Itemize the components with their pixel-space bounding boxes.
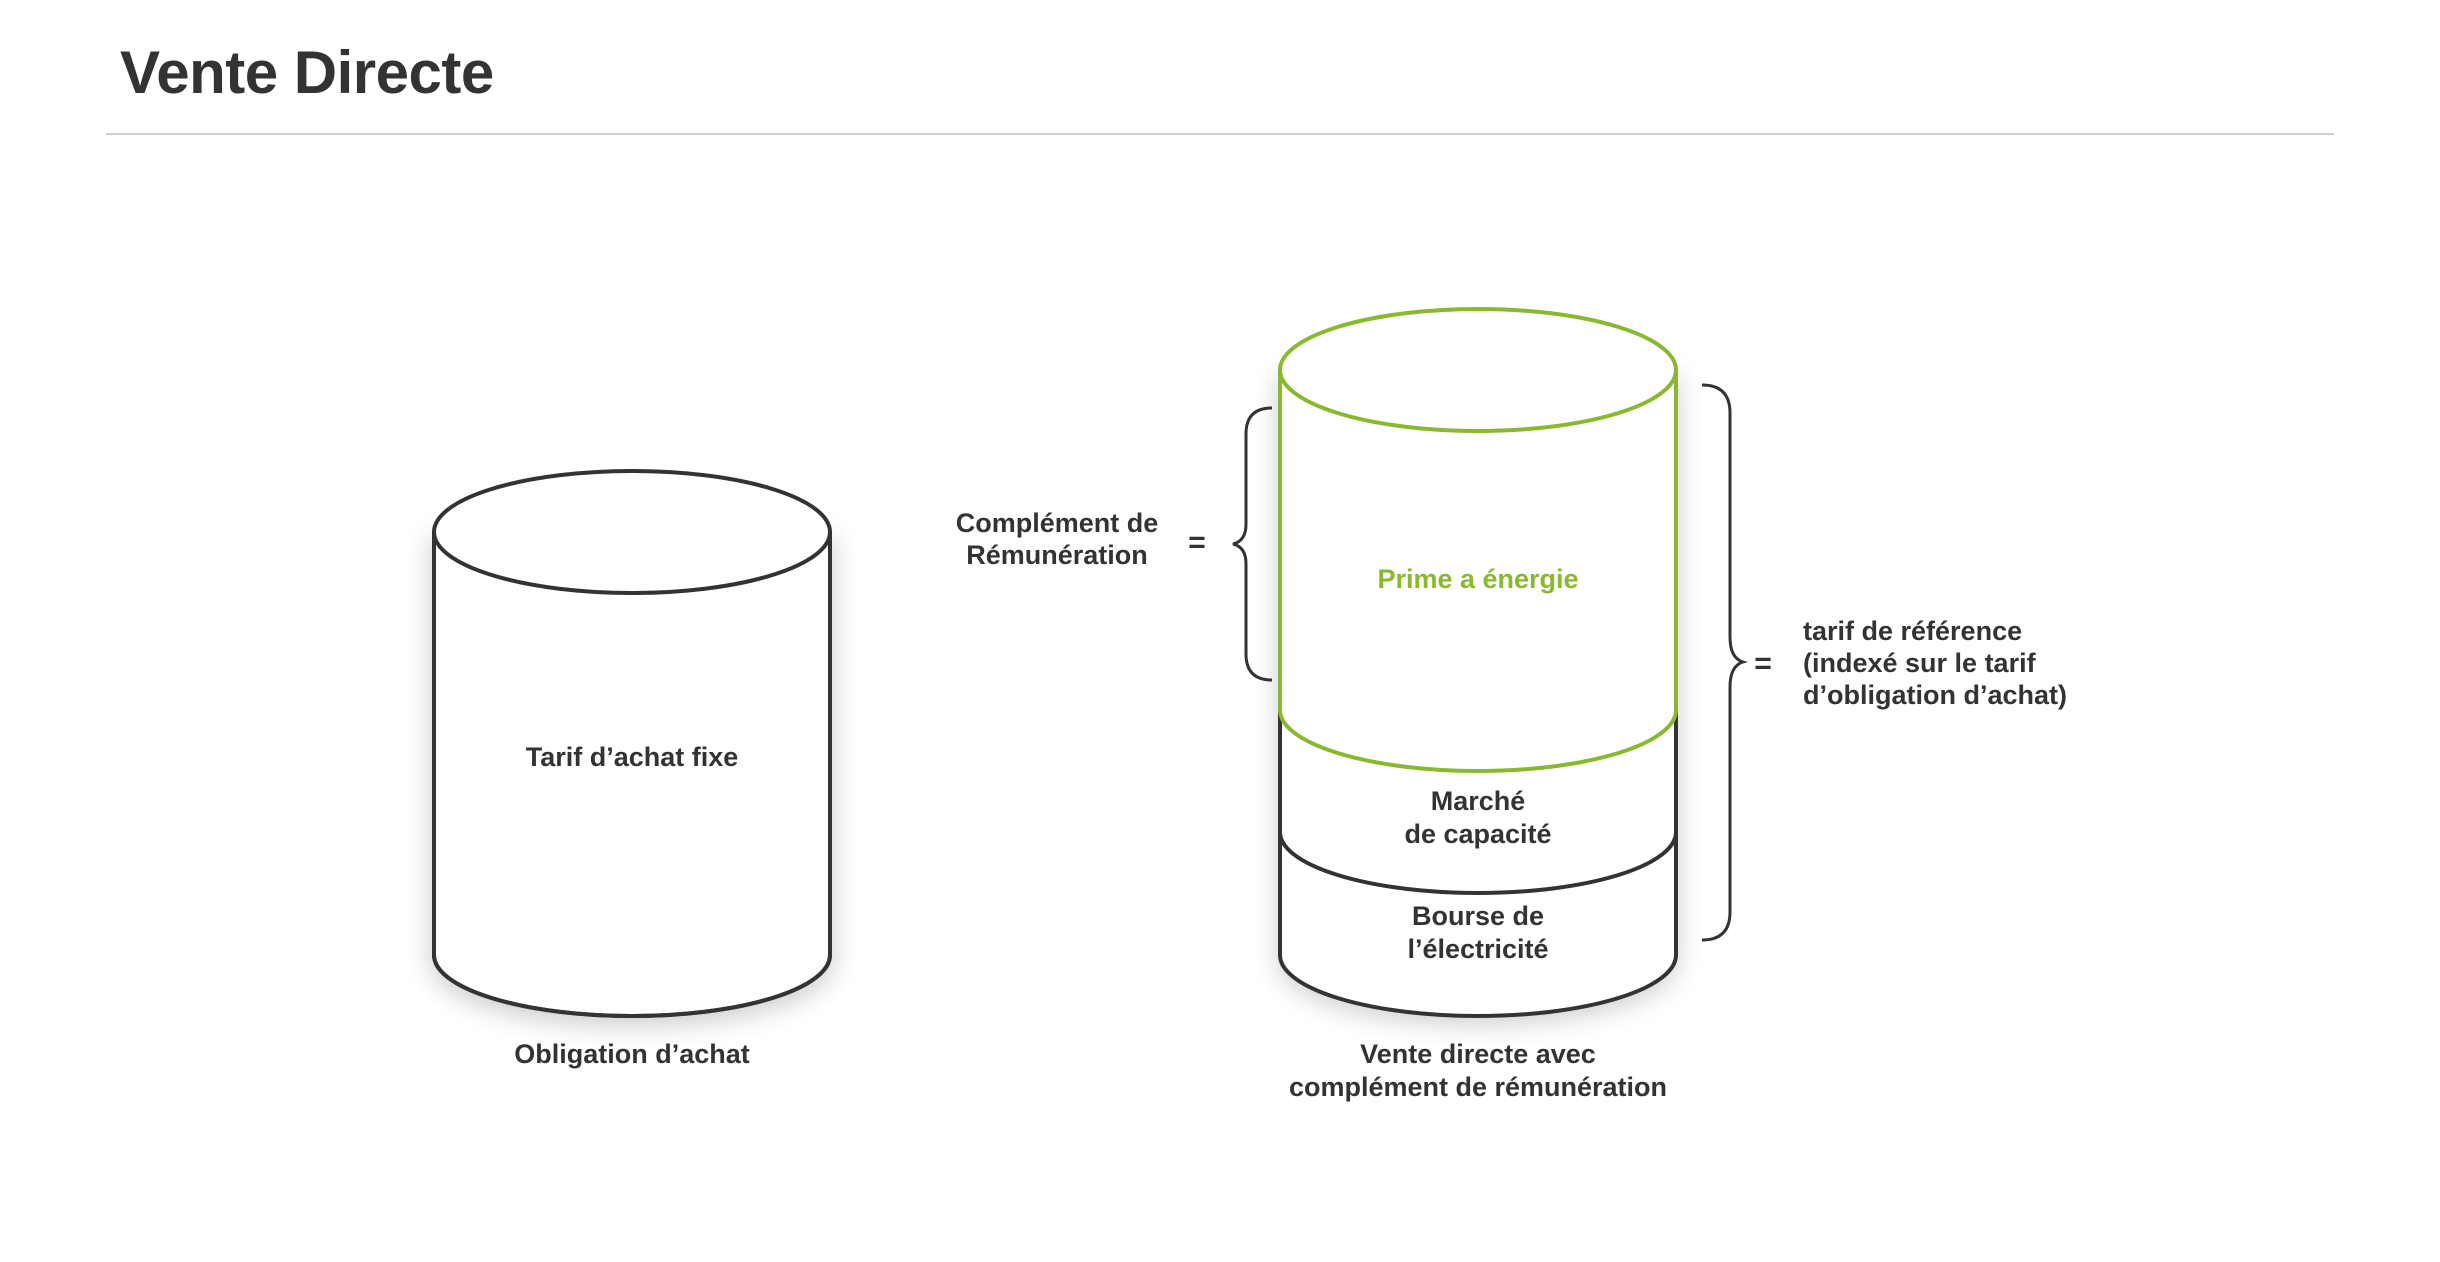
- right-brace-label-line2: (indexé sur le tarif: [1803, 648, 2037, 678]
- right-cylinder-caption-line2: complément de rémunération: [1289, 1072, 1667, 1102]
- segment-bourse-label-line1: Bourse de: [1412, 901, 1544, 931]
- segment-marche-label-line1: Marché: [1431, 786, 1526, 816]
- right-curly-brace: [1701, 383, 1749, 942]
- page-title: Vente Directe: [120, 39, 494, 106]
- segment-bourse-label-line2: l’électricité: [1407, 934, 1548, 964]
- segment-prime-bottom-edge: [1278, 709, 1678, 773]
- left-cylinder-body: [432, 532, 832, 1018]
- left-brace-group: Complément de Rémunération =: [956, 406, 1273, 682]
- right-brace-label-line3: d’obligation d’achat): [1803, 680, 2067, 710]
- segment-bourse: Bourse de l’électricité: [1278, 831, 1678, 1018]
- left-cylinder-bottom-edge: [432, 954, 832, 1018]
- left-cylinder-top: [432, 469, 832, 595]
- left-brace-equals: =: [1188, 526, 1206, 559]
- segment-bourse-top-edge: [1278, 831, 1678, 895]
- right-cylinder-top: [1278, 307, 1678, 433]
- segment-marche: Marché de capacité: [1278, 710, 1678, 849]
- right-brace-label-line1: tarif de référence: [1803, 616, 2022, 646]
- left-curly-brace: [1232, 406, 1273, 682]
- right-cylinder: Bourse de l’électricité Marché de capaci…: [1278, 307, 1678, 1018]
- left-cylinder-label: Tarif d’achat fixe: [526, 742, 739, 772]
- left-cylinder-caption: Obligation d’achat: [514, 1039, 750, 1069]
- right-cylinder-silhouette: [1280, 370, 1676, 1016]
- left-brace-label-line2: Rémunération: [966, 540, 1148, 570]
- left-brace-label-line1: Complément de: [956, 508, 1159, 538]
- segment-marche-label-line2: de capacité: [1404, 819, 1551, 849]
- segment-bourse-outline: [1278, 832, 1678, 1018]
- right-cylinder-caption-line1: Vente directe avec: [1360, 1039, 1596, 1069]
- right-brace-group: = tarif de référence (indexé sur le tari…: [1701, 383, 2067, 942]
- right-brace-equals: =: [1754, 647, 1772, 680]
- segment-prime-label: Prime a énergie: [1377, 564, 1578, 594]
- title-divider: [106, 133, 2334, 135]
- segment-prime: Prime a énergie: [1278, 307, 1678, 773]
- left-cylinder: Tarif d’achat fixe: [432, 469, 832, 1018]
